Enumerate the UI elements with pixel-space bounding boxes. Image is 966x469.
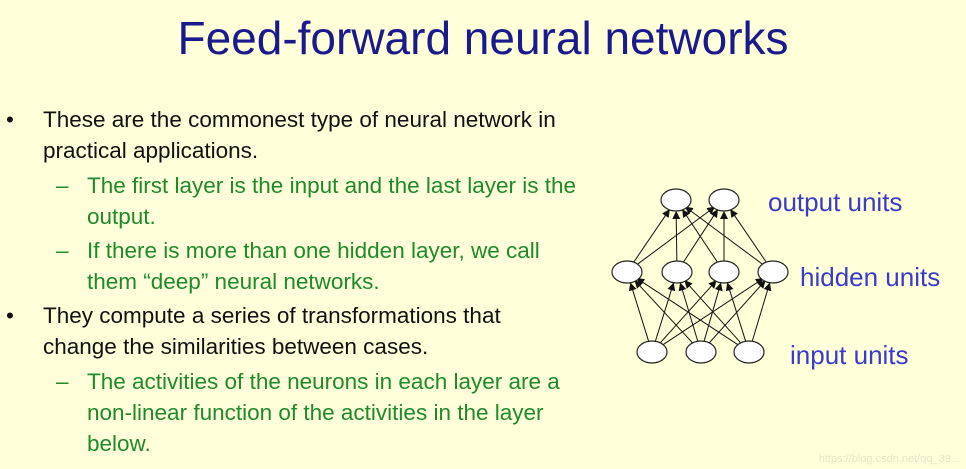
sub-bullet-item: – The activities of the neurons in each … <box>0 366 577 459</box>
connection-arrow <box>636 278 741 347</box>
hidden-unit-node <box>611 260 643 284</box>
input-unit-node <box>733 340 765 364</box>
bullet-item: • These are the commonest type of neural… <box>0 104 573 166</box>
sub-bullet-item: – The first layer is the input and the l… <box>0 170 577 232</box>
output-unit-node <box>660 188 692 212</box>
input-units-label: input units <box>790 340 909 370</box>
sub-bullet-text: If there is more than one hidden layer, … <box>87 238 540 294</box>
hidden-unit-node <box>757 260 789 284</box>
connection-arrow <box>725 282 747 342</box>
slide-title: Feed-forward neural networks <box>177 12 789 64</box>
input-unit-node <box>636 340 668 364</box>
network-diagram: output units hidden units input units <box>611 187 940 370</box>
bullet-marker: • <box>6 107 14 132</box>
connection-arrow <box>632 209 670 264</box>
watermark: https://blog.csdn.net/qq_39... <box>818 453 960 465</box>
hidden-units-label: hidden units <box>800 262 940 292</box>
output-units-label: output units <box>768 187 902 217</box>
sub-bullet-marker: – <box>56 173 69 198</box>
bullet-text: These are the commonest type of neural n… <box>43 107 556 163</box>
connection-arrow <box>672 210 681 262</box>
bullet-marker: • <box>6 303 14 328</box>
output-unit-node <box>708 188 740 212</box>
input-unit-node <box>685 340 717 364</box>
connection-arrow <box>730 209 768 264</box>
connection-arrow <box>634 280 694 345</box>
sub-bullet-marker: – <box>56 238 69 263</box>
connection-arrow <box>684 206 765 266</box>
sub-bullet-text: The first layer is the input and the las… <box>87 173 576 229</box>
sub-bullet-item: – If there is more than one hidden layer… <box>0 235 577 297</box>
connection-arrow <box>682 209 719 264</box>
network-edges <box>628 206 772 347</box>
network-nodes <box>611 188 789 364</box>
bullet-list: • These are the commonest type of neural… <box>0 104 600 462</box>
bullet-text: They compute a series of transformations… <box>43 303 501 359</box>
hidden-unit-node <box>708 260 740 284</box>
hidden-unit-node <box>661 260 693 284</box>
bullet-item: • They compute a series of transformatio… <box>0 300 573 362</box>
sub-bullet-marker: – <box>56 369 69 394</box>
connection-arrow <box>751 282 772 342</box>
connection-arrow <box>703 282 723 342</box>
connection-arrow <box>684 280 743 345</box>
connection-arrow <box>635 206 716 266</box>
sub-bullet-text: The activities of the neurons in each la… <box>87 369 560 456</box>
connection-arrow <box>628 282 650 342</box>
